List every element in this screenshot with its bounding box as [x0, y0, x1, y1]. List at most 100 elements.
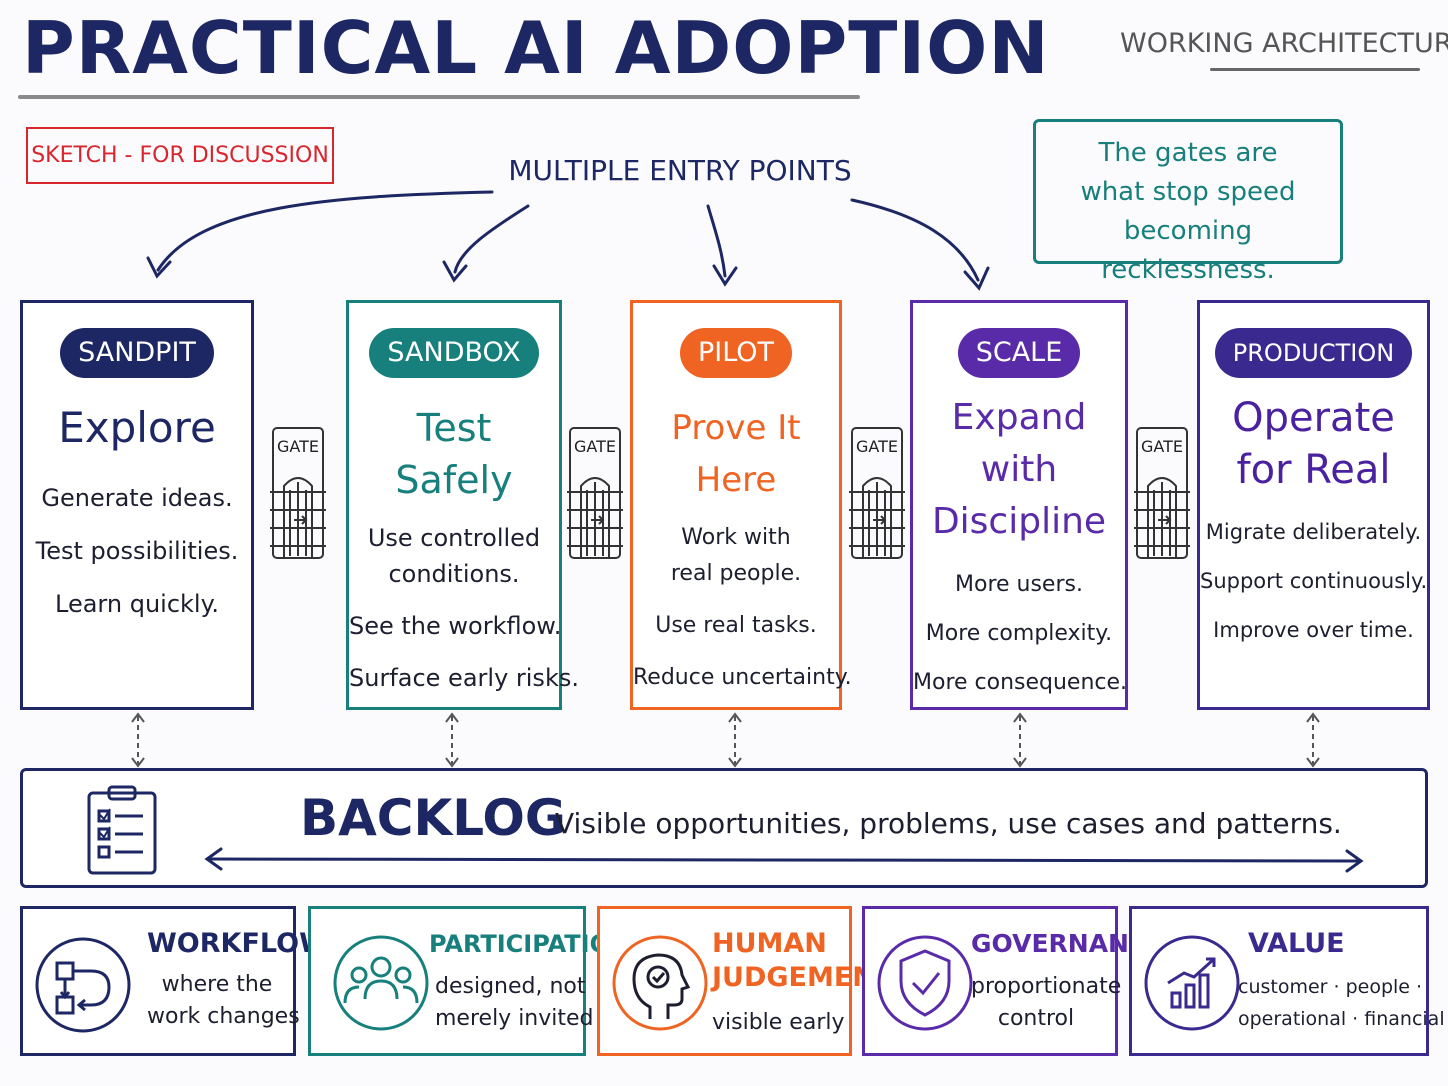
stage-sandbox: SANDBOX Test Safely Use controlled condi… [346, 300, 579, 710]
double-arrow-icon [204, 847, 1364, 873]
gate-sandbox-pilot: GATE [567, 420, 623, 560]
entry-arrows [146, 190, 990, 291]
heading-line: Test Safely [395, 406, 513, 502]
principle-title: VALUE [1248, 927, 1345, 961]
stage-production: PRODUCTION Operate for Real Migrate deli… [1197, 300, 1430, 710]
stage-line: Generate ideas. [41, 484, 233, 512]
stage-line: Use real tasks. [655, 613, 817, 638]
gate-label: GATE [856, 437, 898, 456]
backlog-title: BACKLOG [300, 789, 566, 847]
stage-description: Work with real people. Use real tasks. R… [633, 520, 852, 696]
stage-pilot: PILOT Prove It Here Work with real peopl… [630, 300, 852, 710]
page-title: PRACTICAL AI ADOPTION [22, 6, 1050, 90]
gate-label: GATE [574, 437, 616, 456]
stage-badge: SCALE [957, 328, 1081, 378]
stage-description: Generate ideas. Test possibilities. Lear… [23, 472, 251, 631]
gate-icon [849, 427, 905, 559]
gate-scale-production: GATE [1134, 420, 1190, 560]
heading-line: Explore [58, 403, 216, 452]
stage-sandpit: SANDPIT Explore Generate ideas. Test pos… [20, 300, 254, 710]
shield-check-icon [877, 935, 973, 1031]
stage-line: Work with [681, 525, 791, 550]
principle-subtitle: where the work changes [147, 969, 300, 1033]
principle-subtitle: designed, not merely invited [435, 971, 594, 1035]
stage-badge: PRODUCTION [1214, 328, 1413, 378]
gate-icon [1134, 427, 1190, 559]
backlog-panel: BACKLOG Visible opportunities, problems,… [20, 768, 1428, 888]
stage-line: More users. [955, 572, 1083, 597]
stage-line: Improve over time. [1213, 618, 1414, 642]
heading-line: Discipline [931, 501, 1107, 542]
sub-line: proportionate [971, 974, 1122, 999]
heading-line: Prove It Here [671, 408, 801, 500]
working-architecture-tag: WORKING ARCHITECTURE [1120, 28, 1448, 59]
sub-line: work changes [147, 1004, 300, 1029]
stage-line: Test possibilities. [35, 537, 239, 565]
quote-line: becoming recklessness. [1101, 216, 1275, 285]
growth-chart-icon [1144, 935, 1240, 1031]
heading-line: Expand with [951, 397, 1087, 490]
stage-badge: PILOT [679, 328, 793, 378]
principle-governance: GOVERNANCE proportionate control [862, 906, 1164, 1056]
gate-label: GATE [1141, 437, 1183, 456]
title-line: PARTICIPATION [429, 930, 631, 958]
quote-line: what stop speed [1080, 177, 1296, 207]
gate-sandpit-sandbox: GATE [270, 420, 326, 560]
heading-line: for Real [1236, 447, 1391, 493]
stage-line: real people. [670, 561, 802, 586]
tag-underline [1210, 68, 1420, 71]
sub-line: designed, not [435, 974, 586, 999]
sub-line: visible early [712, 1010, 845, 1035]
backlog-connectors [131, 712, 1320, 768]
stage-line: Reduce uncertainty. [633, 665, 852, 690]
principle-title: PARTICIPATION [429, 927, 630, 961]
gate-icon [270, 427, 326, 559]
stage-heading: Operate for Real [1200, 392, 1427, 496]
stage-line: More consequence. [913, 670, 1128, 695]
title-line: HUMAN [712, 928, 827, 959]
stage-line: Learn quickly. [55, 590, 219, 618]
sub-line: where the [161, 972, 273, 997]
title-line: VALUE [1248, 928, 1345, 959]
workflow-icon [35, 937, 131, 1033]
principle-subtitle: customer · people · operational · financ… [1238, 971, 1445, 1035]
sub-line: control [997, 1006, 1075, 1031]
sub-line: customer · people · [1238, 976, 1423, 998]
stage-line: More complexity. [925, 621, 1113, 646]
backlog-description: Visible opportunities, problems, use cas… [555, 807, 1342, 840]
stage-description: More users. More complexity. More conseq… [913, 560, 1128, 707]
sub-line: merely invited [435, 1006, 594, 1031]
gate-label: GATE [277, 437, 319, 456]
stage-description: Use controlled conditions. See the workf… [349, 520, 579, 696]
stage-heading: Test Safely [349, 402, 559, 506]
stage-line: Surface early risks. [349, 664, 579, 692]
principle-title: WORKFLOW [147, 927, 329, 961]
gate-icon [567, 427, 623, 559]
stage-heading: Explore [23, 402, 251, 454]
principle-participation: PARTICIPATION designed, not merely invit… [308, 906, 630, 1056]
head-check-icon [612, 935, 708, 1031]
principle-human-judgement: HUMAN JUDGEMENT visible early [597, 906, 893, 1056]
heading-line: Operate [1232, 395, 1395, 441]
stage-line: See the workflow. [349, 612, 562, 640]
stage-line: Support continuously. [1200, 569, 1428, 593]
stage-badge: SANDBOX [369, 328, 539, 378]
quote-line: The gates are [1098, 138, 1278, 168]
sub-line: operational · financial [1238, 1008, 1445, 1030]
title-underline [18, 95, 860, 99]
entry-points-label: MULTIPLE ENTRY POINTS [508, 154, 852, 187]
people-group-icon [333, 935, 429, 1031]
stage-line: Migrate deliberately. [1205, 520, 1422, 544]
stage-line: Use controlled [367, 524, 541, 552]
stage-badge: SANDPIT [60, 328, 214, 378]
principle-value: VALUE customer · people · operational · … [1129, 906, 1445, 1056]
clipboard-checklist-icon [87, 785, 157, 875]
principle-subtitle: proportionate control [971, 971, 1122, 1035]
stage-heading: Prove It Here [633, 402, 839, 506]
principle-subtitle: visible early [712, 1007, 845, 1039]
principle-workflow: WORKFLOW where the work changes [20, 906, 329, 1056]
stage-description: Migrate deliberately. Support continuous… [1200, 508, 1427, 655]
title-line: WORKFLOW [147, 928, 329, 959]
stage-heading: Expand with Discipline [913, 392, 1125, 548]
stage-scale: SCALE Expand with Discipline More users.… [910, 300, 1128, 710]
